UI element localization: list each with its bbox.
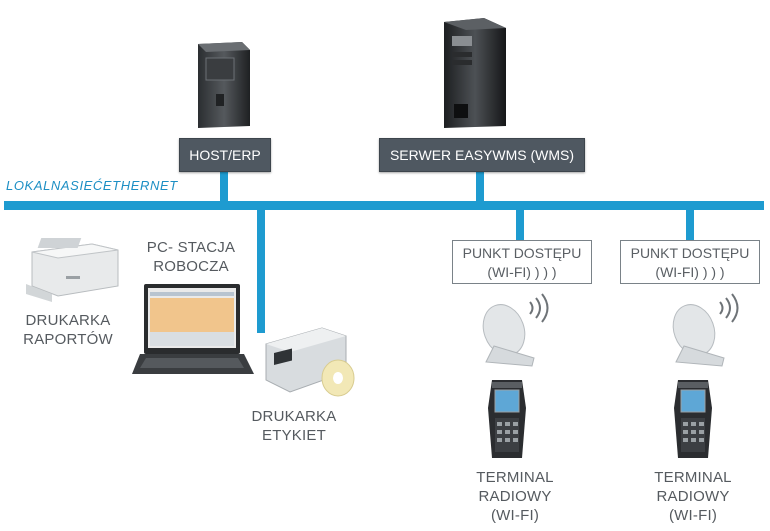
label-printer-icon: [265, 327, 355, 397]
terminal-2-line1: TERMINAL RADIOWY: [654, 469, 732, 505]
server-connector: [476, 170, 484, 203]
label-printer-connector: [257, 208, 265, 333]
workstation-line1: PC- STACJA: [146, 239, 236, 256]
ap1-connector: [516, 208, 524, 241]
report-printer-line2: RAPORTÓW: [23, 331, 113, 348]
host-server-icon: [198, 42, 250, 128]
ethernet-backbone: [4, 201, 764, 210]
antenna-icon-2: [672, 293, 739, 367]
workstation-label: PC- STACJA ROBOCZA: [146, 238, 236, 276]
handheld-terminal-icon-2: [674, 380, 712, 458]
terminal-label-1: TERMINAL RADIOWY (WI-FI): [440, 468, 590, 525]
report-printer-icon: [26, 238, 119, 302]
terminal-label-2: TERMINAL RADIOWY (WI-FI): [618, 468, 768, 525]
network-label: LOKALNASIEĆETHERNET: [6, 178, 178, 193]
wms-server-icon: [444, 18, 506, 128]
terminal-1-line2: (WI-FI): [490, 507, 540, 524]
terminal-1-line1: TERMINAL RADIOWY: [476, 469, 554, 505]
host-connector: [220, 170, 228, 203]
access-point-2-line1: PUNKT DOSTĘPU: [630, 245, 750, 261]
terminal-2-line2: (WI-FI): [668, 507, 718, 524]
wms-server-box: SERWER EASYWMS (WMS): [379, 138, 585, 172]
antenna-icon-1: [482, 293, 549, 367]
label-printer-line2: ETYKIET: [262, 427, 326, 444]
handheld-terminal-icon-1: [488, 380, 526, 458]
access-point-1-line2: (WI-FI) ) ) ): [487, 264, 557, 280]
access-point-box-1: PUNKT DOSTĘPU (WI-FI) ) ) ): [452, 240, 592, 284]
report-printer-line1: DRUKARKA: [25, 312, 111, 329]
label-printer-label: DRUKARKA ETYKIET: [246, 407, 342, 445]
access-point-2-line2: (WI-FI) ) ) ): [655, 264, 725, 280]
laptop-icon: [132, 284, 254, 374]
workstation-line2: ROBOCZA: [153, 258, 229, 275]
report-printer-label: DRUKARKA RAPORTÓW: [18, 311, 118, 349]
access-point-box-2: PUNKT DOSTĘPU (WI-FI) ) ) ): [620, 240, 760, 284]
ap2-connector: [686, 208, 694, 241]
host-erp-box: HOST/ERP: [179, 138, 271, 172]
label-printer-line1: DRUKARKA: [251, 408, 337, 425]
access-point-1-line1: PUNKT DOSTĘPU: [462, 245, 582, 261]
